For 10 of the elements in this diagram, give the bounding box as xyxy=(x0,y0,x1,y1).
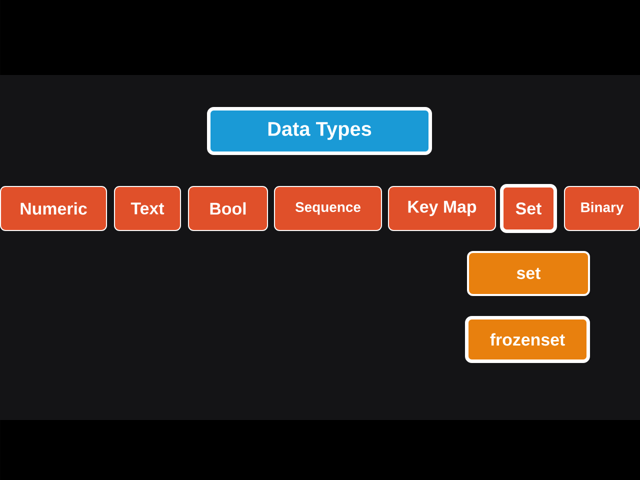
category-box: Sequence xyxy=(274,186,382,231)
option-box: frozenset xyxy=(465,316,590,363)
category-box: Text xyxy=(114,186,181,231)
category-box: Set xyxy=(500,184,557,233)
category-box: Binary xyxy=(564,186,640,231)
category-box: Numeric xyxy=(0,186,107,231)
category-box: Key Map xyxy=(388,186,496,231)
title-box: Data Types xyxy=(207,107,432,155)
option-box: set xyxy=(467,251,590,296)
category-box: Bool xyxy=(188,186,268,231)
